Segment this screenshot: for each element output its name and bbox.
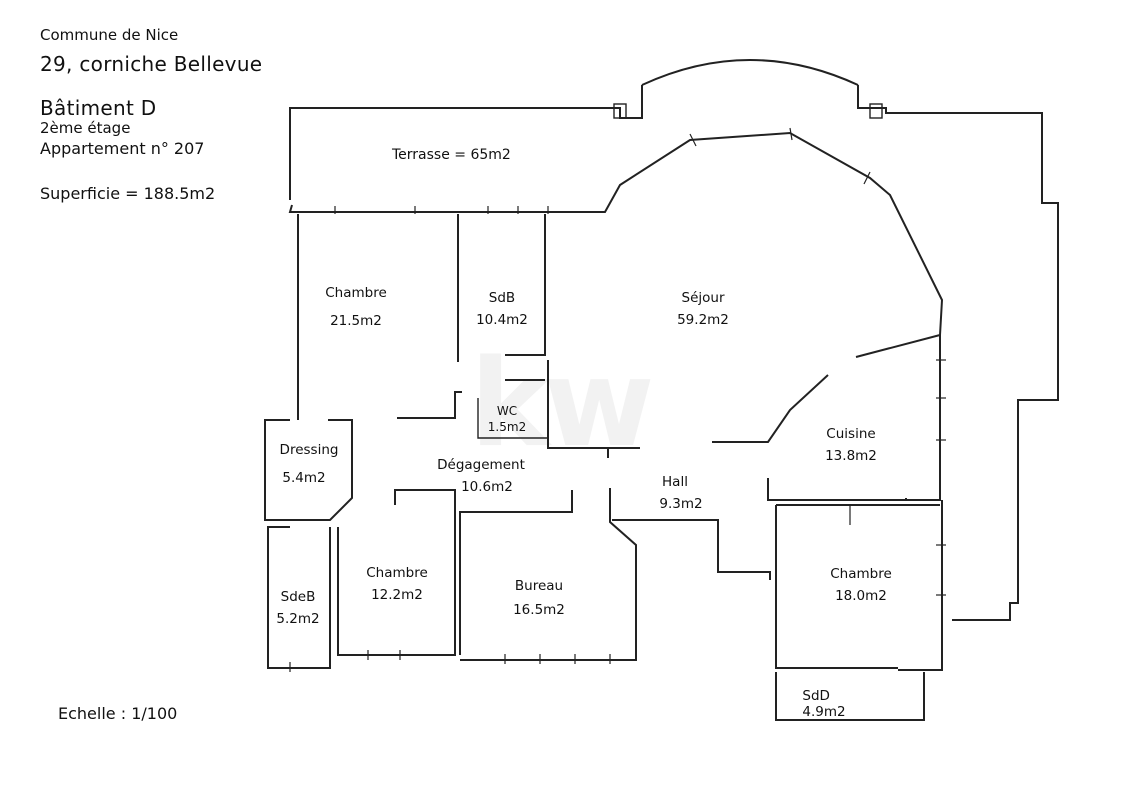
room-area: 59.2m2	[677, 311, 729, 328]
pillar-left	[613, 103, 627, 119]
dressing-walls	[264, 419, 353, 521]
room-chambre-1: Chambre 21.5m2	[325, 283, 387, 332]
room-cuisine: Cuisine 13.8m2	[825, 424, 877, 467]
room-name: Chambre	[325, 285, 387, 301]
cuisine-arc	[712, 374, 829, 443]
terrace-bay	[641, 59, 859, 86]
room-area: 18.0m2	[835, 587, 887, 604]
room-name: Chambre	[366, 565, 428, 581]
room-area: 5.2m2	[276, 610, 320, 627]
terrace-label: Terrasse = 65m2	[392, 147, 511, 163]
room-area: 16.5m2	[513, 601, 565, 618]
room-area: 12.2m2	[371, 586, 423, 603]
pillar-right	[869, 103, 883, 119]
room-name: Dégagement	[437, 457, 525, 473]
room-sejour: Séjour 59.2m2	[677, 288, 729, 331]
apartment-label: Appartement n° 207	[40, 139, 205, 158]
room-area: 10.6m2	[461, 478, 513, 495]
bureau-walls	[459, 490, 573, 655]
room-name: Chambre	[830, 566, 892, 582]
room-area: 9.3m2	[659, 495, 703, 512]
room-area: 10.4m2	[476, 311, 528, 328]
terrace-outline	[289, 85, 643, 200]
room-dressing: Dressing 5.4m2	[280, 440, 339, 489]
room-name: Hall	[662, 474, 688, 490]
east-facade	[905, 335, 941, 501]
room-sdeb: SdeB 5.2m2	[276, 587, 319, 630]
chambre3-walls	[775, 505, 898, 669]
room-area: 13.8m2	[825, 447, 877, 464]
room-name: Cuisine	[826, 426, 876, 442]
north-facade	[288, 131, 944, 336]
room-sdb: SdB 10.4m2	[476, 288, 528, 331]
surface-label: Superficie = 188.5m2	[40, 184, 216, 203]
room-wc: WC 1.5m2	[488, 403, 526, 435]
room-name: Bureau	[514, 578, 564, 594]
room-degagement: Dégagement 10.6m2	[437, 455, 525, 498]
scale-label: Echelle : 1/100	[58, 704, 178, 723]
room-name: WC	[496, 404, 518, 418]
room-hall: Hall 9.3m2	[659, 472, 702, 515]
room-sdd: SdD 4.9m2	[802, 688, 845, 720]
room-area: 21.5m2	[330, 312, 382, 329]
sdeb-walls	[267, 526, 331, 669]
room-area: 1.5m2	[487, 420, 527, 435]
room-name: SdeB	[280, 589, 316, 605]
room-name: SdB	[488, 290, 516, 306]
room-name: Dressing	[279, 442, 339, 458]
room-chambre-2: Chambre 12.2m2	[366, 563, 428, 606]
room-bureau: Bureau 16.5m2	[513, 576, 565, 621]
commune-label: Commune de Nice	[40, 26, 179, 44]
room-name: Séjour	[681, 290, 725, 306]
room-name: SdD	[802, 688, 830, 704]
floor-label: 2ème étage	[40, 119, 131, 137]
address-label: 29, corniche Bellevue	[40, 52, 263, 76]
building-label: Bâtiment D	[40, 96, 157, 120]
room-chambre-3: Chambre 18.0m2	[830, 564, 892, 607]
room-area: 4.9m2	[802, 704, 846, 721]
room-area: 5.4m2	[282, 469, 326, 486]
watermark: kw	[470, 335, 655, 474]
wc-walls	[477, 398, 548, 439]
sdd-walls	[775, 672, 925, 721]
